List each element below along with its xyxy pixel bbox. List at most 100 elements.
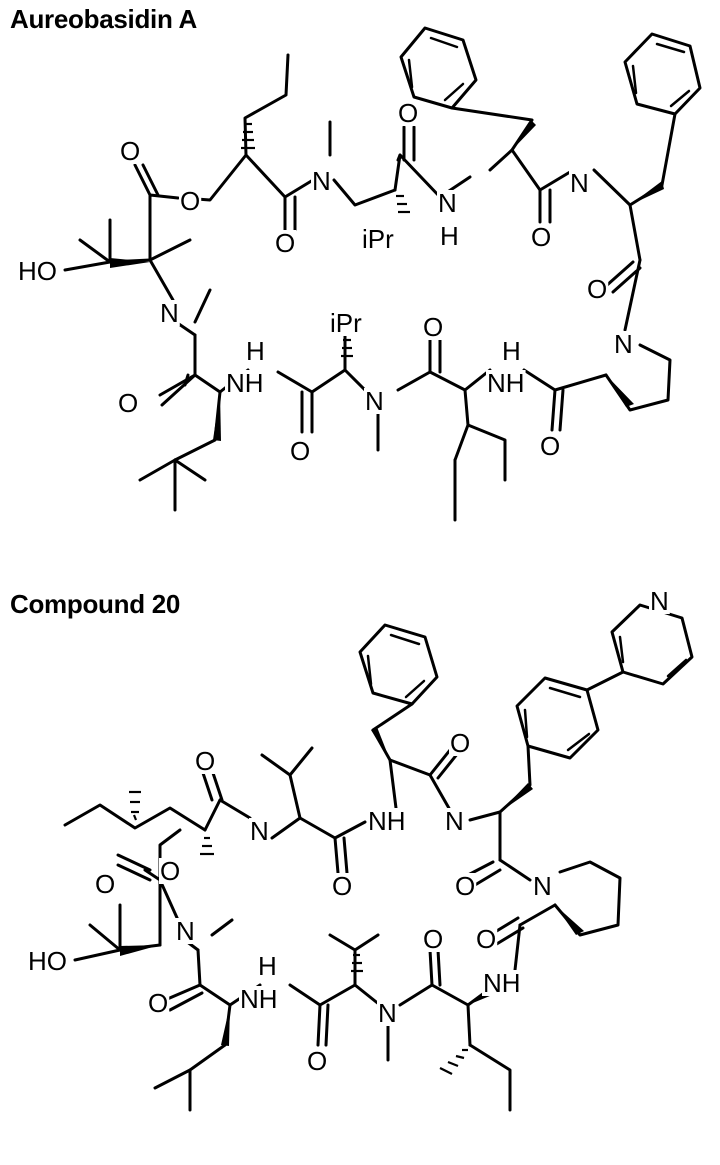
atom-label-background [94,871,117,897]
phenyl-ring-4 [515,670,625,760]
atom-label-background [147,990,170,1016]
atom-label-background [422,314,445,340]
wedge-bond [213,392,221,441]
atom-o: O [290,436,310,466]
atom-label-background [613,331,634,357]
atom-label-background [159,858,182,884]
atom-label-background [194,748,217,774]
atom-o: O [398,98,418,128]
atom-o: O [120,136,140,166]
atom-o: O [476,924,496,954]
atom-label-background [289,438,312,464]
atom-label-background [17,258,58,284]
atom-label-background [530,224,553,250]
atom-label-background [306,1048,329,1074]
atom-labels-2: N O N O NH O N O N O O HO N O H NH O N O… [27,586,670,1076]
backbone-bonds-1 [63,53,677,522]
atom-o: O [531,222,551,252]
backbone-bonds-2 [63,702,622,1112]
atom-o: O [195,746,215,776]
atom-label-background [361,226,396,252]
atom-o: O [423,312,443,342]
atom-o: O [423,924,443,954]
phenyl-ring-3 [358,623,439,706]
wedge-bond [120,945,160,956]
atom-label-background [449,730,472,756]
atom-n: N [650,586,669,616]
atom-o: O [307,1046,327,1076]
atom-label-background [274,230,297,256]
atom-label-background [311,168,332,194]
atom-label-background [367,808,407,834]
atom-nh: NH [487,368,525,398]
atom-h: H [258,951,277,981]
atom-n: N [614,329,633,359]
wedge-bond [371,727,390,760]
atom-label-background [437,190,458,216]
atom-o: O [540,431,560,461]
atom-label-background [439,223,460,249]
atom-n: N [570,168,589,198]
wedge-bond [110,258,150,268]
atom-n: N [533,871,552,901]
structure-compound-20: N O N O NH O N O N O O HO N O H NH O N O… [27,586,694,1112]
atom-nh: NH [368,806,406,836]
atom-label-background [569,170,590,196]
atom-h: H [502,336,521,366]
atom-label-background [249,818,270,844]
atom-label-background [257,953,278,979]
wedge-bond [630,181,664,205]
atom-ho: HO [28,946,67,976]
atom-o: O [332,871,352,901]
atom-o: O [180,186,200,216]
atom-label-background [482,970,522,996]
atom-label-background [377,1000,398,1026]
atom-label-background [27,948,68,974]
phenyl-ring-2 [623,32,702,116]
atom-label-background [239,986,279,1012]
atom-label-background [331,873,354,899]
pyridine-ring [610,603,694,686]
atom-o: O [455,871,475,901]
wedge-bond [221,1005,230,1046]
atom-o: O [148,988,168,1018]
atom-label-background [175,918,196,944]
atom-label-background [539,433,562,459]
atom-label-background [179,188,202,214]
atom-label-background [475,926,498,952]
wedge-bond [512,121,536,150]
atom-n: N [176,916,195,946]
atom-n: N [160,298,179,328]
atom-label-background [586,276,609,302]
atom-n: N [378,998,397,1028]
atom-nh: NH [483,968,521,998]
atom-ipr: iPr [362,224,394,254]
wedge-bond [555,905,584,935]
atom-label-background [225,370,265,396]
atom-h: H [246,336,265,366]
atom-ho: HO [18,256,57,286]
atom-h: H [440,221,459,251]
phenyl-ring-1 [399,26,478,110]
atom-nh: NH [226,368,264,398]
atom-label-background [245,338,266,364]
atom-label-background [119,138,142,164]
atom-label-background [364,388,385,414]
atom-label-background [329,310,364,336]
atom-label-background [486,370,526,396]
atom-label-background [117,390,140,416]
atom-label-background [444,808,465,834]
atom-label-background [422,926,445,952]
hash-bond [129,790,468,1075]
atom-o: O [160,856,180,886]
atom-label-background [397,100,420,126]
atom-label-background [501,338,522,364]
atom-ipr: iPr [330,308,362,338]
structure-title-compound-20: Compound 20 [10,589,181,619]
atom-o: O [95,869,115,899]
atom-n: N [250,816,269,846]
atom-nh: NH [240,984,278,1014]
atom-labels-1: O O HO N O N iPr O N H O N O N O H NH O … [17,98,634,466]
atom-label-background [159,300,180,326]
